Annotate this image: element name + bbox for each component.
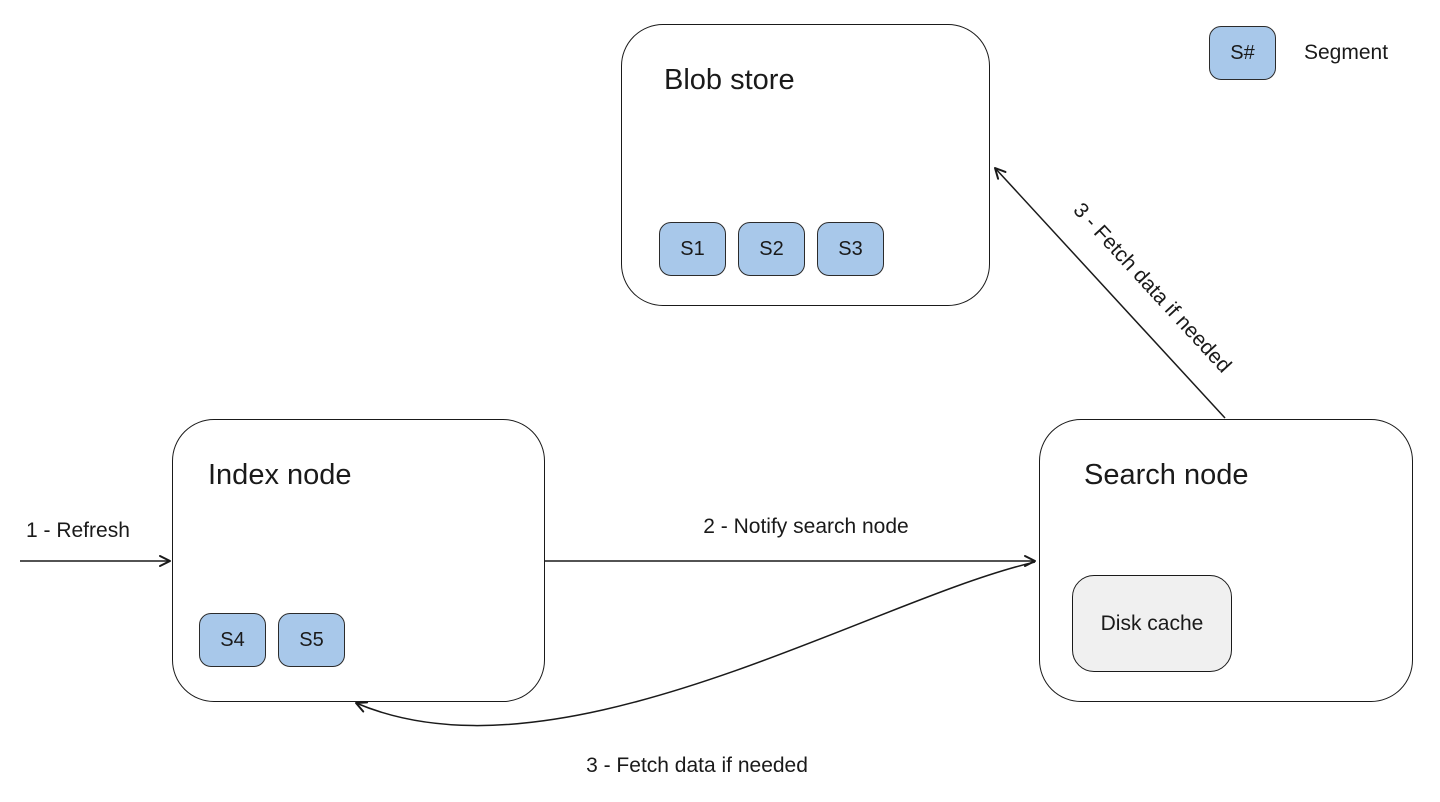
edge-label-notify: 2 - Notify search node (703, 515, 909, 538)
edge-label-fetch-index: 3 - Fetch data if needed (586, 754, 808, 777)
segment-chip-s3: S3 (817, 222, 884, 276)
legend-label: Segment (1304, 41, 1389, 64)
segment-chip-s5: S5 (278, 613, 345, 667)
edge-fetch-blob-arrow (994, 167, 1226, 419)
segment-chip-s1: S1 (659, 222, 726, 276)
node-blob-store: Blob store S1 S2 S3 (621, 24, 990, 306)
segment-chip-s4: S4 (199, 613, 266, 667)
legend-segment-chip: S# (1209, 26, 1276, 80)
disk-cache-label: Disk cache (1100, 611, 1204, 635)
edge-label-refresh: 1 - Refresh (26, 519, 130, 542)
blob-store-title: Blob store (664, 64, 795, 96)
legend: S# Segment (1209, 26, 1388, 80)
node-search-node: Search node Disk cache (1039, 419, 1413, 702)
index-node-title: Index node (208, 459, 352, 491)
edge-label-fetch-blob: 3 - Fetch data if needed (1068, 198, 1236, 378)
node-index-node: Index node S4 S5 (172, 419, 545, 702)
segment-chip-s2: S2 (738, 222, 805, 276)
search-node-title: Search node (1084, 459, 1249, 491)
disk-cache-box: Disk cache (1072, 575, 1232, 672)
